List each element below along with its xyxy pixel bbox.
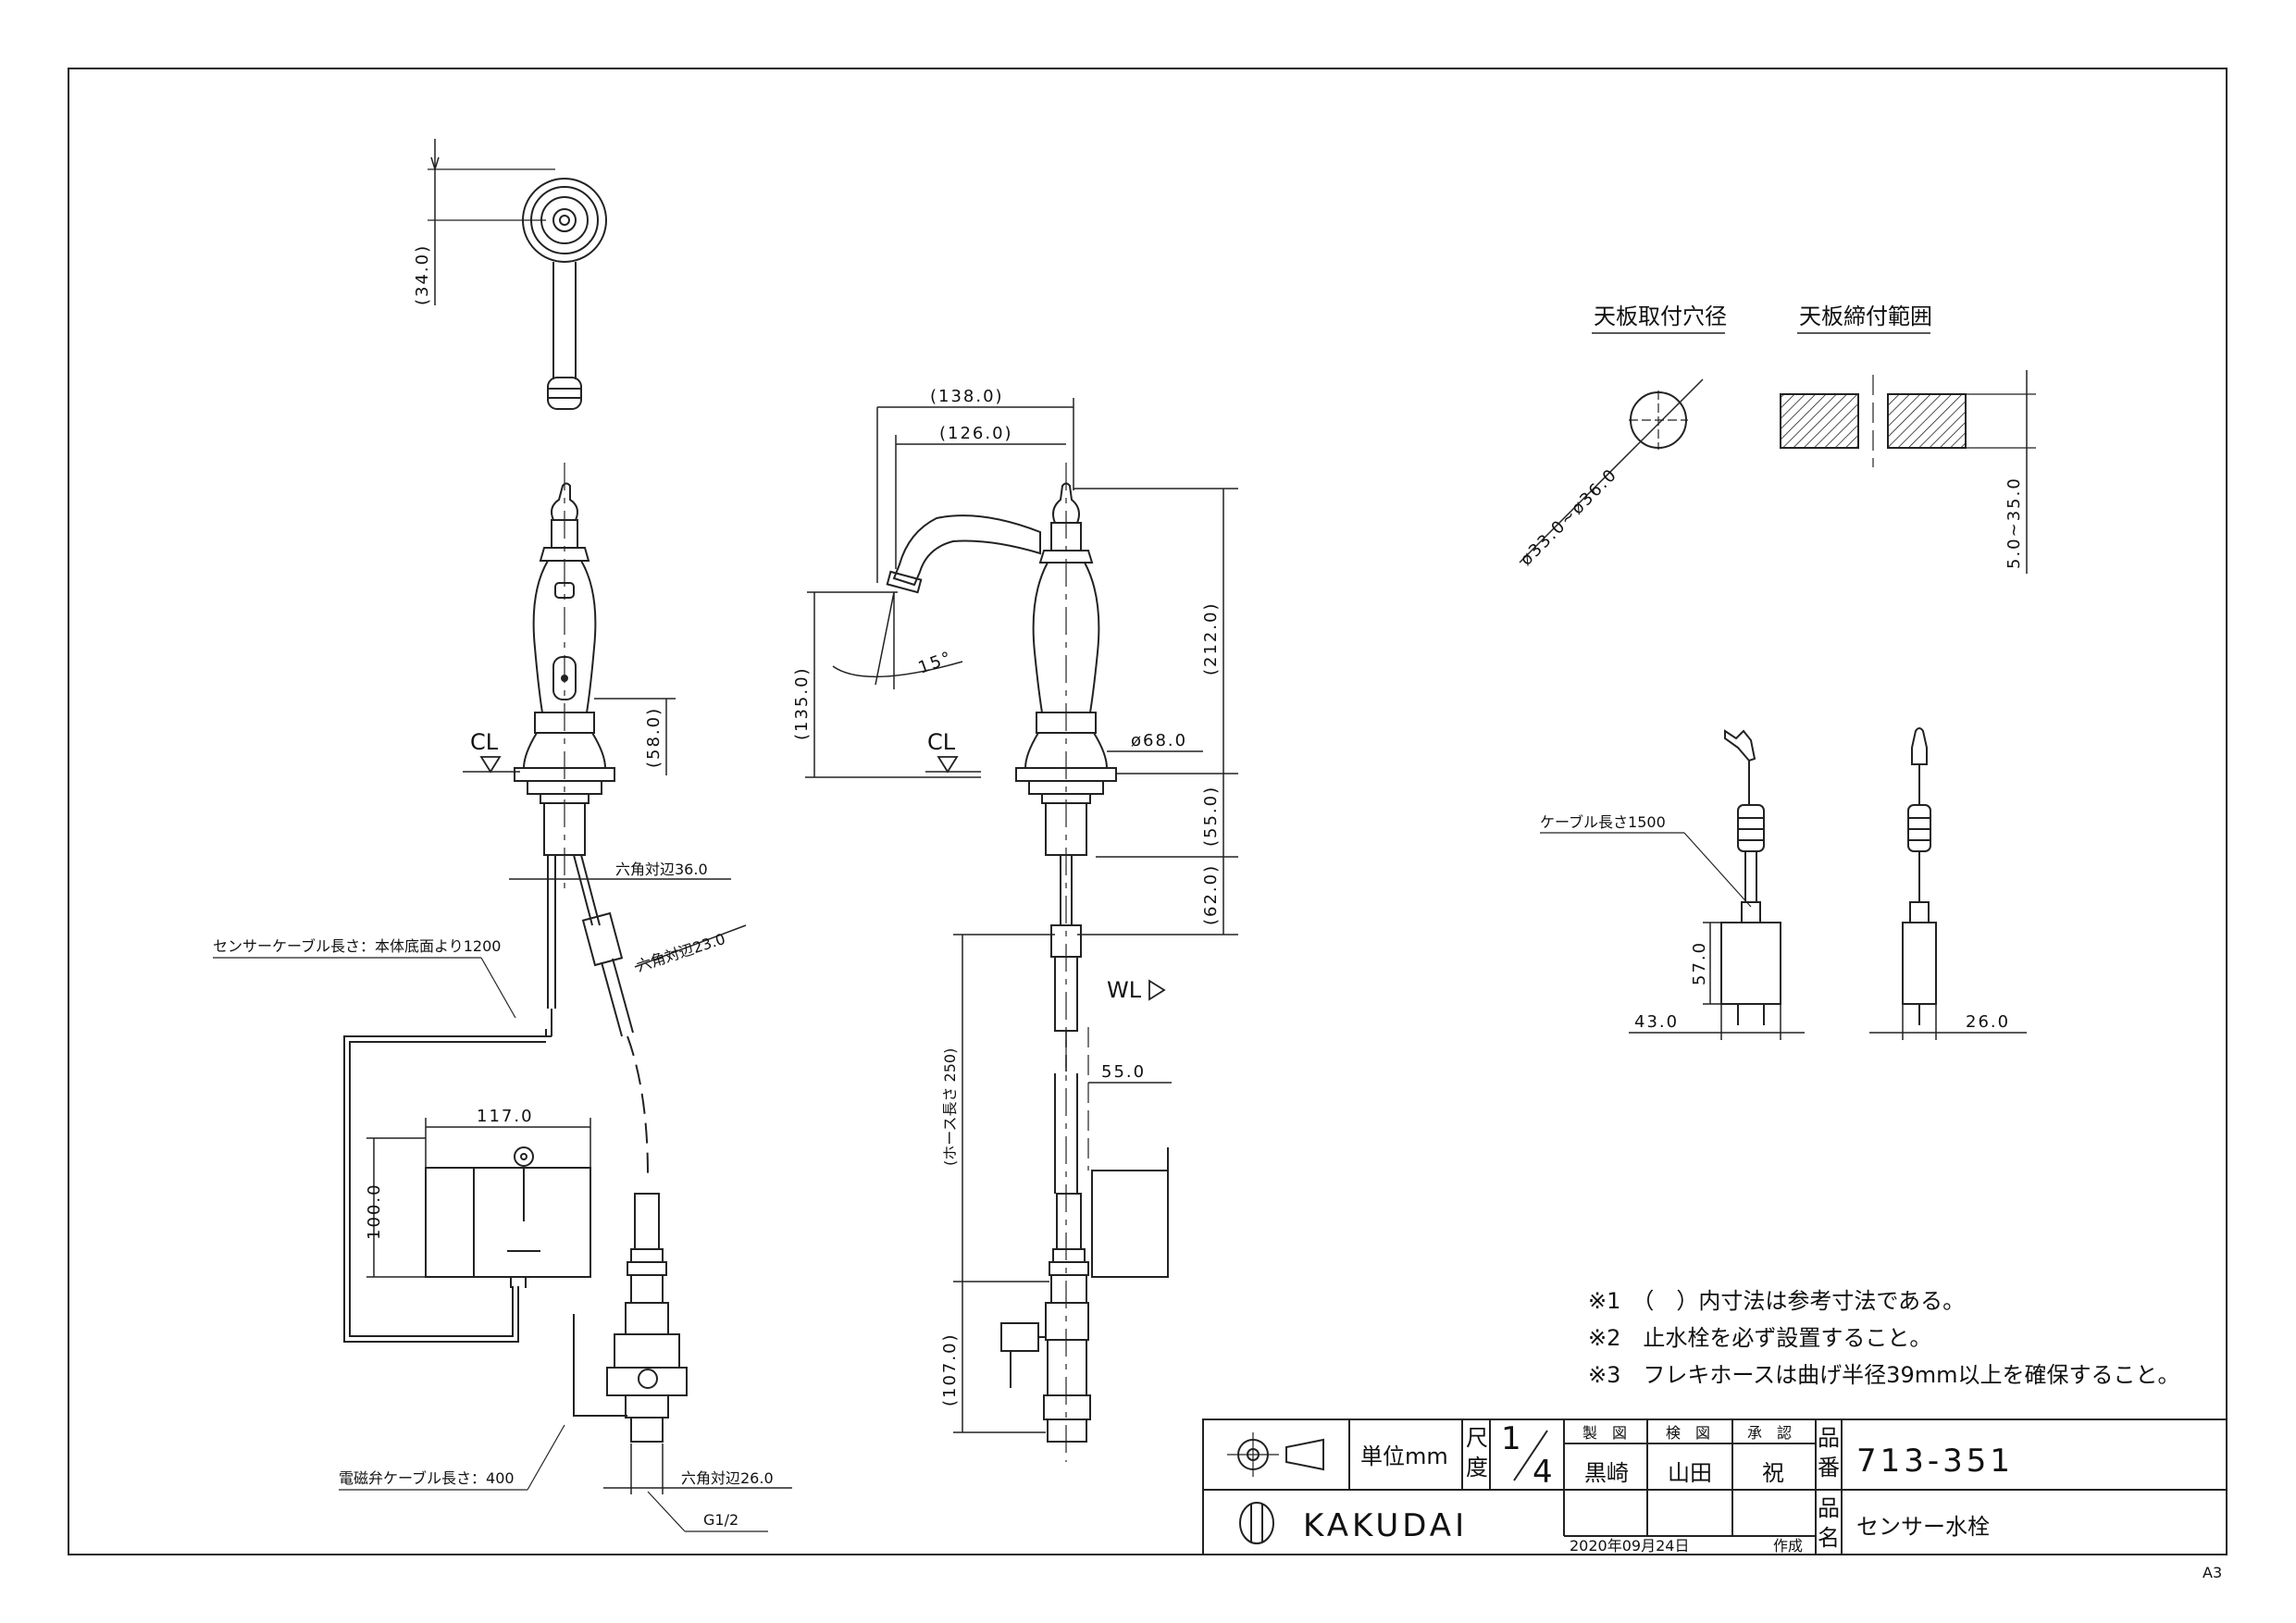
front-cl-marker <box>479 756 502 774</box>
side-reach-total-dim: (138.0) <box>930 387 1004 406</box>
side-wl-marker <box>1148 979 1166 1001</box>
top-view <box>428 139 607 410</box>
tb-date: 2020年09月24日 <box>1570 1537 1689 1555</box>
adapter-side <box>1902 727 1937 1025</box>
front-thread-label: G1/2 <box>703 1511 738 1529</box>
side-base-dia-dim: ø68.0 <box>1131 731 1187 750</box>
tb-company: KAKUDAI <box>1303 1507 1468 1544</box>
front-hex23-label: 六角対辺23.0 <box>634 930 727 975</box>
note-3: ※3 フレキホースは曲げ半径39mm以上を確保すること。 <box>1588 1362 2179 1388</box>
tb-part-number: 713-351 <box>1856 1443 2014 1480</box>
front-hex26-label: 六角対辺26.0 <box>681 1469 774 1487</box>
front-box-width-dim: 117.0 <box>477 1107 534 1126</box>
side-wl-label: WL <box>1107 977 1142 1003</box>
tb-created: 作成 <box>1773 1537 1803 1555</box>
tb-name-label-2: 名 <box>1818 1525 1840 1551</box>
tb-checked-by: 山田 <box>1668 1460 1712 1486</box>
adapter-front <box>1720 729 1781 1025</box>
tb-approved-by: 祝 <box>1762 1460 1784 1486</box>
sheet-border <box>68 68 2228 1555</box>
front-view-faucet <box>514 482 634 1037</box>
tb-made-by: 黒崎 <box>1584 1460 1629 1486</box>
tb-col-approve: 承 認 <box>1747 1424 1792 1442</box>
tb-col-made: 製 図 <box>1582 1424 1627 1442</box>
side-dim-55: (55.0) <box>1201 786 1221 847</box>
sheet-size: A3 <box>2203 1564 2222 1581</box>
tb-partno-label-2: 番 <box>1818 1455 1840 1481</box>
front-hex36-label: 六角対辺36.0 <box>615 861 708 878</box>
side-valve-height-dim: (107.0) <box>940 1332 960 1406</box>
side-cl-label: CL <box>927 729 956 755</box>
side-cl-marker <box>937 756 959 774</box>
tb-col-check: 検 図 <box>1666 1424 1710 1442</box>
side-spout-height-dim: (135.0) <box>792 666 812 740</box>
counter-thickness-range-dim: 5.0~35.0 <box>2004 477 2024 569</box>
top-view-depth-dim: (34.0) <box>413 244 432 305</box>
tb-name-label-1: 品 <box>1818 1495 1840 1521</box>
front-cl-label: CL <box>470 729 499 755</box>
adapter-width-dim: 43.0 <box>1634 1012 1679 1032</box>
front-view-hose-dashed <box>627 1035 649 1176</box>
tb-scale-label-2: 度 <box>1466 1455 1488 1481</box>
front-solenoid-valve <box>606 1193 688 1443</box>
side-view-faucet <box>886 482 1169 1443</box>
adapter-depth-dim: 26.0 <box>1966 1012 2010 1032</box>
front-sensor-cable-label: センサーケーブル長さ：本体底面より1200 <box>213 937 501 955</box>
side-reach-spout-dim: (126.0) <box>939 424 1013 443</box>
tb-unit-label: 単位mm <box>1360 1443 1448 1469</box>
side-hose-length-dim: (ホース長さ 250) <box>941 1048 959 1166</box>
note-2: ※2 止水栓を必ず設置すること。 <box>1588 1325 1931 1351</box>
side-dim-62: (62.0) <box>1201 864 1221 925</box>
tb-partno-label-1: 品 <box>1818 1425 1840 1451</box>
tb-product-name: センサー水栓 <box>1856 1514 1990 1540</box>
note-1: ※1 （ ）内寸法は参考寸法である。 <box>1588 1288 1965 1314</box>
counter-thickness-section <box>1780 370 2036 574</box>
front-base-height-dim: (58.0) <box>644 707 664 768</box>
front-valve-cable-label: 電磁弁ケーブル長さ：400 <box>339 1469 515 1487</box>
adapter-height-dim: 57.0 <box>1690 941 1709 985</box>
counter-hole-dia-dim: ø33.0~ø36.0 <box>1517 465 1621 569</box>
tb-scale-label-1: 尺 <box>1466 1425 1488 1451</box>
counter-thickness-title: 天板締付範囲 <box>1799 304 1932 329</box>
side-angle-label: 15° <box>916 648 956 678</box>
title-block <box>1202 1419 2228 1555</box>
adapter-cable-label: ケーブル長さ1500 <box>1540 813 1666 831</box>
tb-scale-denominator: 4 <box>1533 1454 1557 1491</box>
front-sensor-cable <box>343 1009 552 1343</box>
front-box-height-dim: 100.0 <box>365 1183 384 1240</box>
side-wall-offset-dim: 55.0 <box>1101 1062 1146 1082</box>
counter-hole-title: 天板取付穴径 <box>1594 304 1727 329</box>
front-control-box <box>425 1146 591 1288</box>
counter-hole-symbol <box>1519 378 1704 564</box>
side-total-height-dim: (212.0) <box>1201 601 1221 675</box>
tb-scale-numerator: 1 <box>1501 1420 1525 1457</box>
